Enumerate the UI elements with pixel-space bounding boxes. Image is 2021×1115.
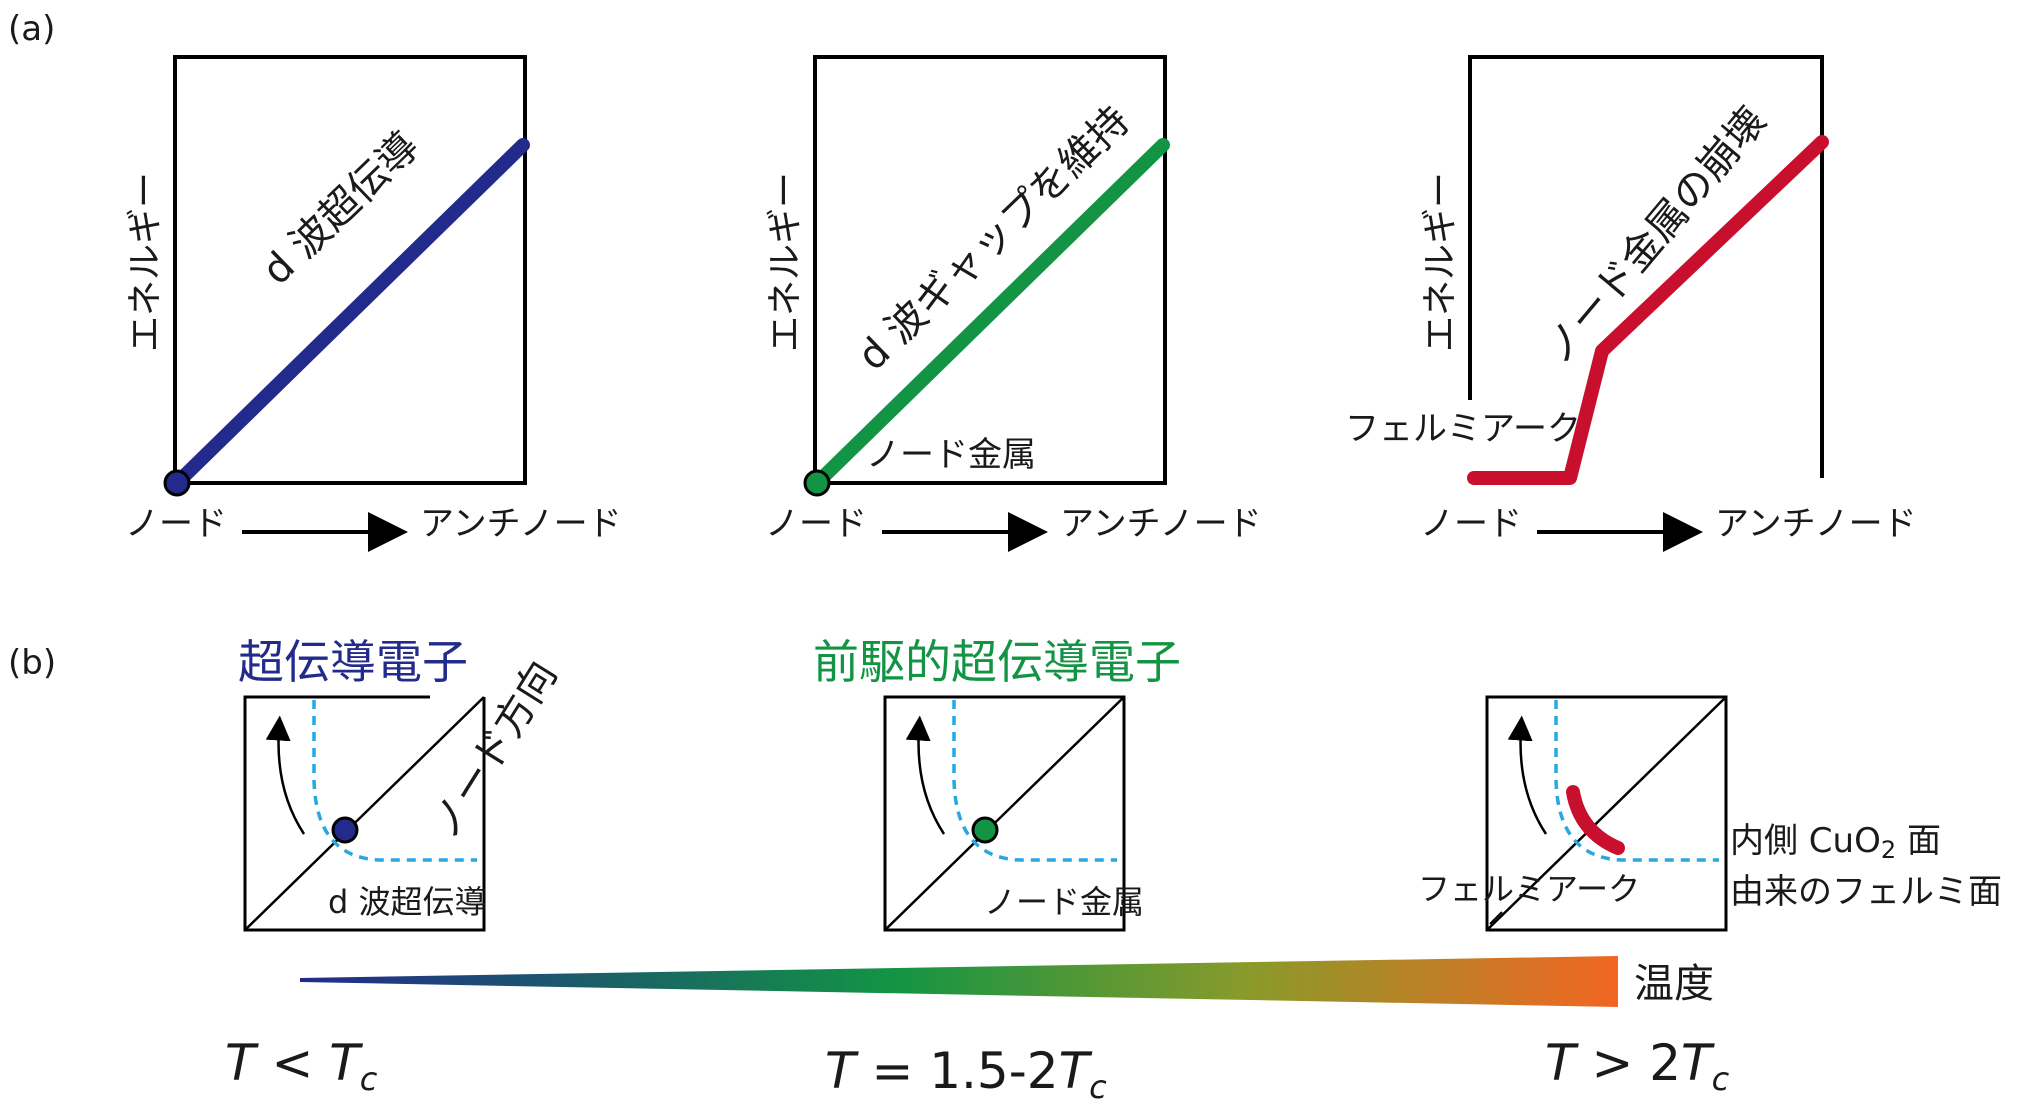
plot-a2-x-start: ノード — [765, 504, 867, 544]
diagram-b2-node-dot — [971, 816, 999, 844]
plot-a3-frame — [1468, 55, 1824, 478]
diagram-b3-label-pointer — [1489, 911, 1503, 925]
diagram-b2-diagonal — [884, 696, 1125, 931]
regime-mid: T = 1.5-2Tc — [825, 1042, 1107, 1106]
plot-a2-node-dot — [803, 469, 831, 497]
plot-a2-frame — [813, 55, 1167, 485]
plot-a1: エネルギー d 波超伝導 ノード アンチノード — [125, 55, 622, 552]
diagram-b3-diagonal — [1486, 696, 1727, 931]
diagram-b3-fermi-arc — [1566, 785, 1625, 855]
diagram-b1: 超伝導電子 ノード方向 d 波超伝導 — [238, 635, 566, 932]
panel-a-tag: (a) — [8, 9, 55, 49]
diagram-b1-heading: 超伝導電子 — [238, 635, 468, 689]
plot-a3-x-end: アンチノード — [1715, 504, 1917, 544]
plot-a2-y-label: エネルギー — [765, 172, 806, 352]
plot-a2-node-label: ノード金属 — [866, 435, 1036, 475]
plot-a3-gap-line — [1467, 135, 1829, 485]
diagram-b2-frame — [883, 695, 1126, 932]
diagram-b1-diagonal — [244, 696, 485, 931]
diagram-b3-frame — [1485, 695, 1728, 932]
plot-a3-x-start: ノード — [1420, 504, 1522, 544]
temperature-label: 温度 — [1634, 961, 1714, 1007]
plot-a3-line-label: ノード金属の崩壊 — [1535, 98, 1776, 373]
plot-a1-node-dot — [163, 469, 191, 497]
diagram-b3-fermi-surface — [1554, 700, 1719, 862]
diagram-b2-heading: 前駆的超伝導電子 — [813, 635, 1181, 689]
diagram-b1-path-arrow — [265, 715, 306, 835]
regime-low: T < Tc — [225, 1034, 378, 1098]
diagram-b3-path-arrow — [1507, 715, 1548, 835]
diagram-b1-fermi-surface — [312, 700, 477, 862]
plot-a2-line-label: d 波ギャップを維持 — [849, 98, 1139, 380]
plot-a3: エネルギー ノード金属の崩壊 フェルミアーク ノード アンチノード — [1345, 55, 1917, 552]
plot-a2: エネルギー d 波ギャップを維持 ノード金属 ノード アンチノード — [765, 55, 1262, 552]
diagram-b1-node-dot — [331, 816, 359, 844]
plot-a3-arc-label: フェルミアーク — [1345, 409, 1581, 449]
diagram-b3-side-label-2: 由来のフェルミ面 — [1730, 872, 2002, 912]
diagram-b2: 前駆的超伝導電子 ノード金属 — [813, 635, 1181, 932]
plot-a1-y-label: エネルギー — [125, 172, 166, 352]
plot-a1-frame — [173, 55, 527, 485]
plot-a1-x-end: アンチノード — [420, 504, 622, 544]
plot-a1-x-start: ノード — [125, 504, 227, 544]
regime-high: T > 2Tc — [1545, 1034, 1730, 1098]
diagram-b3-inner-label: フェルミアーク — [1418, 870, 1640, 908]
plot-a2-x-end: アンチノード — [1060, 504, 1262, 544]
temperature-wedge — [300, 956, 1618, 1007]
plot-a3-y-label: エネルギー — [1420, 172, 1461, 352]
diagram-b3: フェルミアーク 内側 CuO2 面 由来のフェルミ面 — [1418, 695, 2002, 932]
diagram-b2-path-arrow — [905, 715, 946, 835]
plot-a1-gap-line — [170, 138, 530, 490]
panel-b-tag: (b) — [8, 643, 56, 683]
plot-a2-gap-line — [810, 138, 1170, 490]
diagram-b2-fermi-surface — [952, 700, 1117, 862]
diagram-b3-side-label-1: 内側 CuO2 面 — [1730, 821, 1941, 864]
diagram-b2-inner-label: ノード金属 — [984, 883, 1144, 921]
diagram-b1-inner-label: d 波超伝導 — [328, 883, 487, 921]
